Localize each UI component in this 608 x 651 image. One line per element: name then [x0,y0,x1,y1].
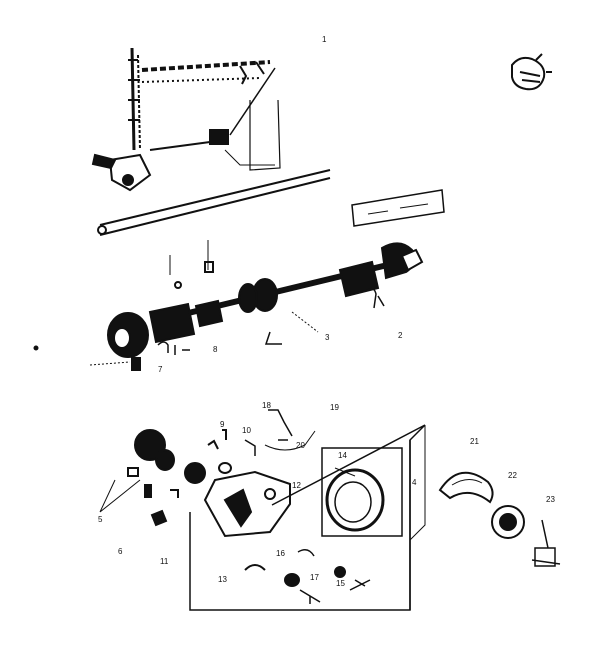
callout-16: 16 [276,549,285,558]
top-right-part [511,53,552,91]
main-shaft-assembly [33,240,424,371]
callout-9: 9 [220,420,225,429]
lower-hook-assembly [99,409,561,611]
callout-5: 5 [98,515,103,524]
callout-15: 15 [336,579,345,588]
callout-19: 19 [330,403,339,412]
callout-8: 8 [213,345,218,354]
callout-10: 10 [242,426,251,435]
callout-13: 13 [218,575,227,584]
callout-1: 1 [322,35,327,44]
callout-labels: 1 2 3 4 5 6 7 8 9 10 11 12 13 14 15 16 1… [98,35,555,588]
callout-3: 3 [325,333,330,342]
callout-2: 2 [398,331,403,340]
callout-20: 20 [296,441,305,450]
upper-mechanism-assembly [91,47,331,236]
callout-4: 4 [412,478,417,487]
callout-12: 12 [292,481,301,490]
callout-11: 11 [160,557,169,566]
callout-21: 21 [470,437,479,446]
callout-23: 23 [546,495,555,504]
callout-17: 17 [310,573,319,582]
small-plate-part [351,189,445,227]
callout-18: 18 [262,401,271,410]
callout-7: 7 [158,365,163,374]
callout-6: 6 [118,547,123,556]
callout-14: 14 [338,451,347,460]
callout-22: 22 [508,471,517,480]
